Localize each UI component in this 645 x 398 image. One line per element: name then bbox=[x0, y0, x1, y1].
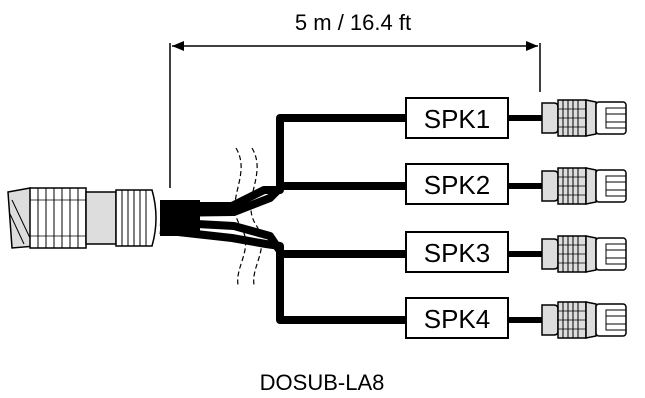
speakon-plug-icon bbox=[541, 167, 627, 205]
plug-leads bbox=[508, 115, 544, 323]
cable-bundle bbox=[159, 114, 408, 324]
output-label-spk4: SPK4 bbox=[405, 297, 509, 339]
output-label-spk3: SPK3 bbox=[405, 231, 509, 273]
break-line-right bbox=[250, 147, 263, 286]
output-label-spk2: SPK2 bbox=[405, 163, 509, 205]
spk-label: SPK1 bbox=[424, 104, 491, 134]
speakon-plug-icon bbox=[541, 301, 627, 339]
arrowhead-left-icon bbox=[172, 41, 184, 51]
cable-spk1 bbox=[160, 114, 408, 210]
product-name: DOSUB-LA8 bbox=[260, 370, 385, 395]
output-label-spk1: SPK1 bbox=[405, 97, 509, 139]
multipin-connector-icon bbox=[7, 187, 157, 249]
dimension-indicator: 5 m / 16.4 ft bbox=[169, 10, 541, 188]
cable-spk2 bbox=[159, 182, 408, 217]
spk-label: SPK2 bbox=[424, 170, 491, 200]
cable-spk3 bbox=[159, 218, 408, 258]
spk-label: SPK3 bbox=[424, 238, 491, 268]
speakon-plug-icon bbox=[541, 99, 627, 137]
arrowhead-right-icon bbox=[526, 41, 538, 51]
speakon-plug-icon bbox=[541, 235, 627, 273]
cable-jacket bbox=[160, 200, 200, 236]
break-line-left bbox=[234, 147, 247, 286]
break-marks bbox=[234, 147, 263, 286]
cable-spk4 bbox=[159, 226, 408, 324]
spk-label: SPK4 bbox=[424, 304, 491, 334]
dimension-label: 5 m / 16.4 ft bbox=[295, 10, 411, 35]
